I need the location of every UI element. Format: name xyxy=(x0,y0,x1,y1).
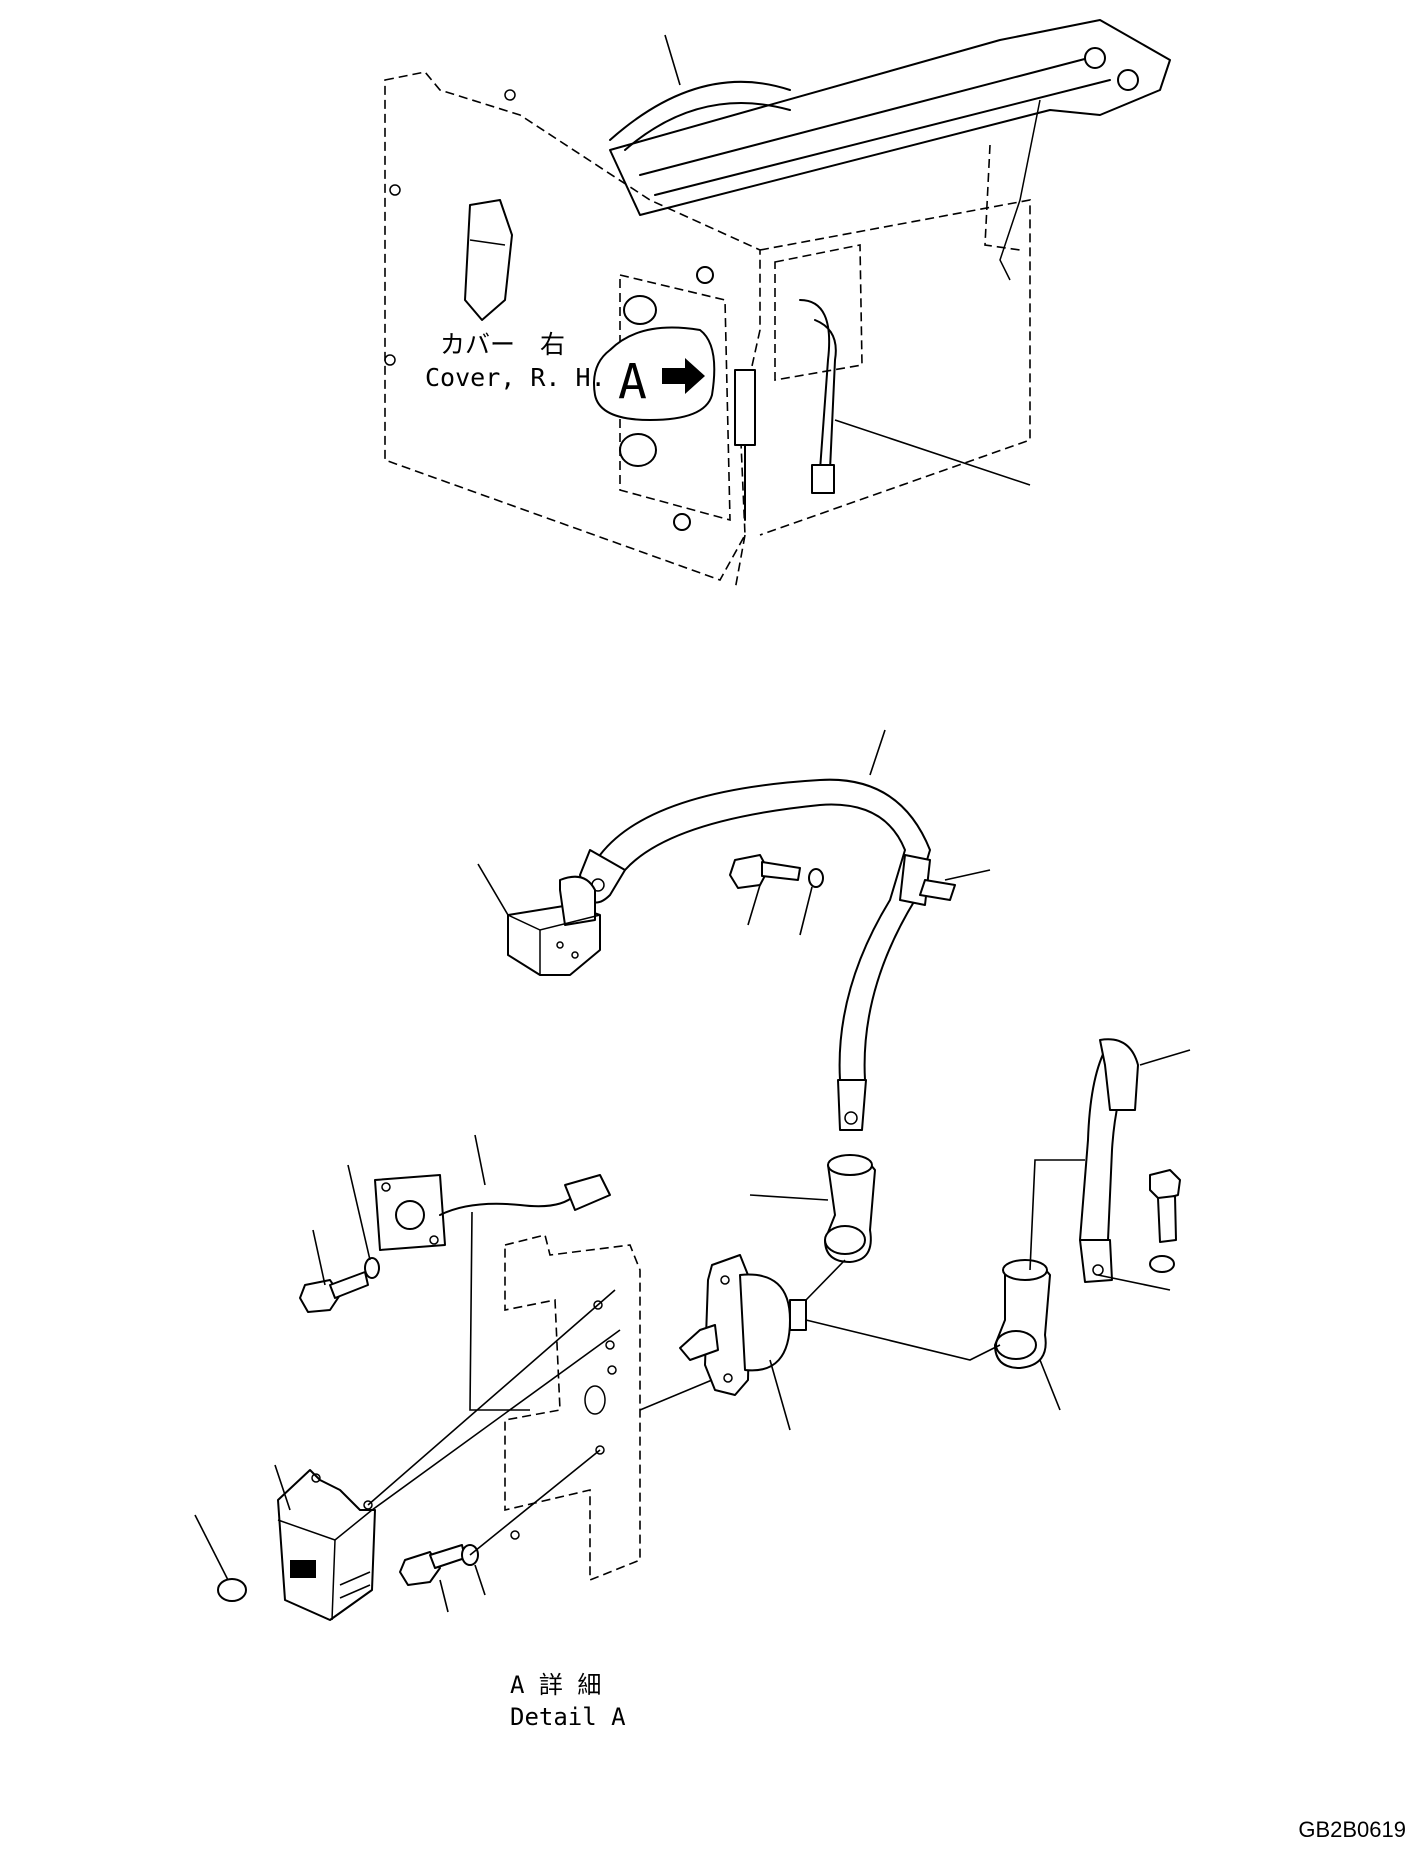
warning-label-icon xyxy=(290,1560,316,1578)
battery-cable xyxy=(599,778,931,1081)
cover-front-panel xyxy=(759,199,1031,536)
bolt-shank xyxy=(1157,1195,1177,1243)
terminal-cap xyxy=(507,875,601,976)
hex-bolt xyxy=(1149,1169,1181,1201)
cover-side-panel xyxy=(384,71,761,581)
front-window xyxy=(774,244,863,381)
grommet-plug xyxy=(623,295,657,325)
cover-latch xyxy=(464,199,513,321)
cover-rh-assembly xyxy=(384,19,1171,591)
arrow-right-icon xyxy=(662,358,705,394)
panel-bolt xyxy=(696,266,714,284)
part-leaders xyxy=(194,729,1191,1613)
cover-knob xyxy=(217,1578,247,1602)
detail-label-jp: A 詳 細 xyxy=(510,1671,601,1699)
switch-key xyxy=(679,1324,719,1361)
callout-bubble xyxy=(593,326,716,421)
washer xyxy=(1149,1255,1175,1273)
bolt-shank xyxy=(429,1544,466,1569)
hex-bolt xyxy=(399,1551,441,1586)
drawing-code: GB2B0619 xyxy=(1298,1817,1406,1842)
hex-bolt xyxy=(299,1279,341,1313)
top-frame-rail xyxy=(609,19,1171,216)
washer xyxy=(808,868,824,888)
recess-panel xyxy=(619,273,731,522)
cable-vertical xyxy=(799,299,831,471)
cable-terminal xyxy=(811,464,835,494)
battery-cable-exploded xyxy=(579,778,956,1131)
cover-label-en: Cover, R. H. xyxy=(425,363,606,392)
switch-cover xyxy=(277,1469,376,1621)
detail-label-en: Detail A xyxy=(510,1703,626,1731)
panel-bolt xyxy=(673,513,691,531)
bolt-shank xyxy=(329,1271,369,1299)
detail-a-callout[interactable]: A xyxy=(593,326,716,421)
frame-bolt xyxy=(1084,47,1106,69)
assembly-lines xyxy=(367,1159,1171,1556)
terminal-boot-1 xyxy=(824,1154,876,1263)
connector xyxy=(564,1174,611,1211)
washer xyxy=(364,1257,380,1279)
battery-cable-top xyxy=(609,80,791,141)
ring-terminal xyxy=(1079,1239,1113,1283)
disconnect-switch xyxy=(679,1254,807,1396)
frame-bolt xyxy=(1117,69,1139,91)
detail-marker-a: A xyxy=(618,354,647,410)
switch-stud xyxy=(789,1299,807,1331)
cover-label-jp: カバー 右 xyxy=(440,330,565,359)
grommet-plug xyxy=(619,433,657,467)
indicator-harness xyxy=(299,1174,611,1313)
bolt-shank xyxy=(761,861,801,881)
bolt-washer-set-2 xyxy=(399,1544,479,1586)
ring-terminal xyxy=(837,1079,867,1131)
harness-wire xyxy=(439,1194,576,1216)
bolt-washer-set-1 xyxy=(729,854,824,889)
terminal-boot-2 xyxy=(994,1259,1051,1369)
mounting-bracket xyxy=(504,1234,641,1582)
switch-bracket xyxy=(734,369,756,446)
short-cable-right xyxy=(1079,1038,1181,1283)
